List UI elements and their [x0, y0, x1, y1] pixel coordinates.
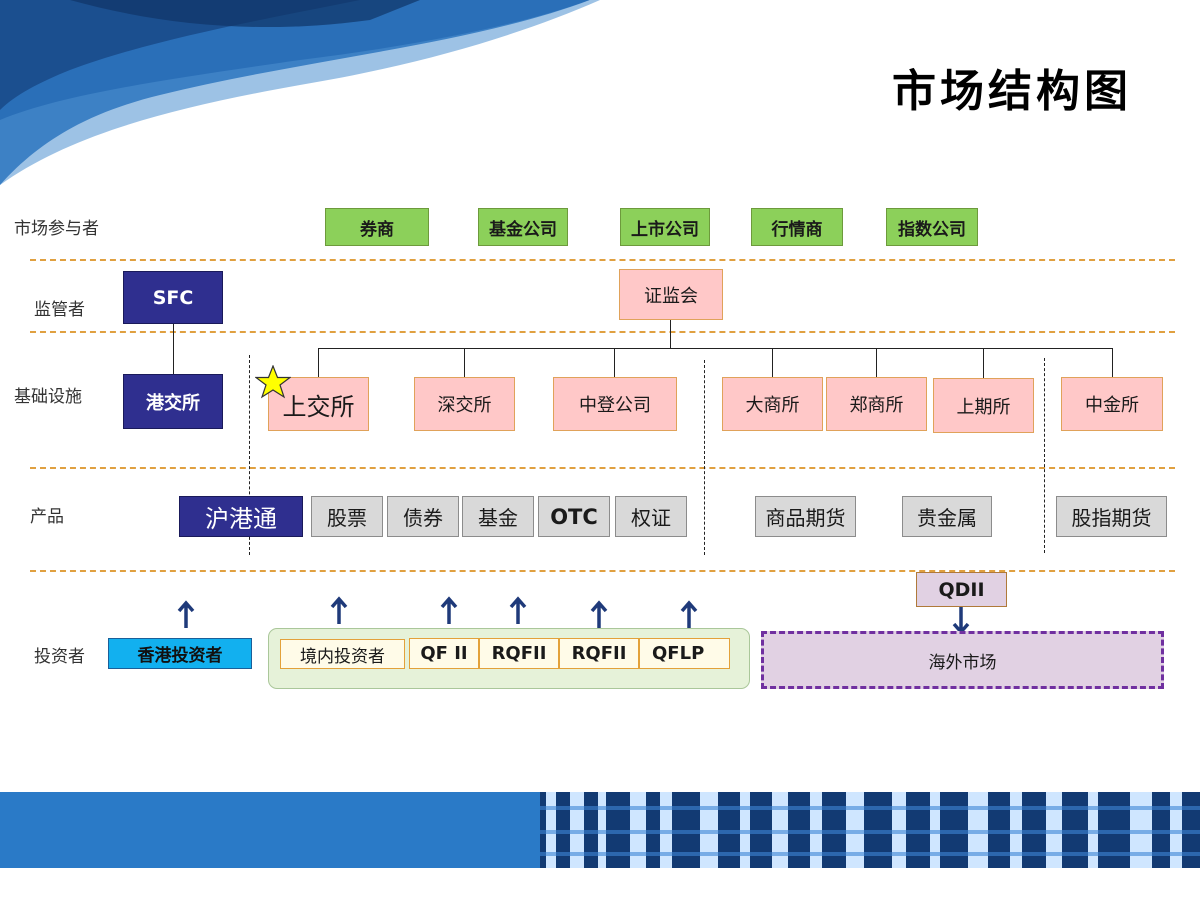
row-label-infrastructure: 基础设施 [14, 387, 82, 407]
up-arrow-icon [440, 596, 458, 624]
participant-listed-companies: 上市公司 [620, 208, 710, 246]
connector-drop-shfe [983, 348, 984, 378]
up-arrow-icon [509, 596, 527, 624]
product-warrants: 权证 [615, 496, 687, 537]
up-arrow-icon [330, 596, 348, 624]
infra-shfe: 上期所 [933, 378, 1034, 433]
product-funds: 基金 [462, 496, 534, 537]
row-label-participants: 市场参与者 [14, 219, 99, 239]
product-index-futures: 股指期货 [1056, 496, 1167, 537]
investor-rqfii-1: RQFII [479, 638, 559, 669]
infra-csdc: 中登公司 [553, 377, 677, 431]
product-commodity-futures: 商品期货 [755, 496, 856, 537]
investor-rqfii-2: RQFII [559, 638, 639, 669]
page-title: 市场结构图 [892, 66, 1132, 117]
participant-brokers: 券商 [325, 208, 429, 246]
row-divider [30, 467, 1175, 469]
up-arrow-icon [177, 600, 195, 628]
regulator-sfc: SFC [123, 271, 223, 324]
building-facade-image [540, 792, 1200, 868]
connector-drop-sse [318, 348, 319, 377]
overseas-market: 海外市场 [761, 631, 1164, 689]
row-divider [30, 259, 1175, 261]
connector-drop-dce [772, 348, 773, 377]
column-separator [1044, 358, 1045, 553]
regulator-csrc: 证监会 [619, 269, 723, 320]
product-otc: OTC [538, 496, 610, 537]
connector-bus [318, 348, 1113, 349]
investor-hk: 香港投资者 [108, 638, 252, 669]
column-separator [249, 355, 250, 555]
investor-qflp: QFLP [639, 638, 730, 669]
up-arrow-icon [680, 600, 698, 628]
row-divider [30, 331, 1175, 333]
connector-sfc-hkex [173, 324, 174, 374]
connector-drop-czce [876, 348, 877, 377]
column-separator [704, 360, 705, 555]
infra-szse: 深交所 [414, 377, 515, 431]
participant-index-companies: 指数公司 [886, 208, 978, 246]
participant-fund-companies: 基金公司 [478, 208, 568, 246]
infra-czce: 郑商所 [826, 377, 927, 431]
infra-hkex: 港交所 [123, 374, 223, 429]
row-divider [30, 570, 1175, 572]
investor-qdii: QDII [916, 572, 1007, 607]
row-label-products: 产品 [30, 507, 64, 527]
up-arrow-icon [590, 600, 608, 628]
infra-cffex: 中金所 [1061, 377, 1163, 431]
investor-domestic: 境内投资者 [280, 639, 405, 669]
row-label-regulators: 监管者 [34, 300, 85, 320]
infra-sse: 上交所 [268, 377, 369, 431]
connector-drop-szse [464, 348, 465, 377]
product-stocks: 股票 [311, 496, 383, 537]
product-bonds: 债券 [387, 496, 459, 537]
investor-qfii: QF II [409, 638, 479, 669]
star-icon [255, 365, 291, 399]
connector-csrc-down [670, 320, 671, 348]
participant-data-vendors: 行情商 [751, 208, 843, 246]
infra-dce: 大商所 [722, 377, 823, 431]
connector-drop-csdc [614, 348, 615, 377]
row-label-investors: 投资者 [34, 647, 85, 667]
product-shanghai-hk-connect: 沪港通 [179, 496, 303, 537]
connector-drop-cffex [1112, 348, 1113, 377]
header-swoosh-decoration [0, 0, 600, 185]
product-precious-metals: 贵金属 [902, 496, 992, 537]
